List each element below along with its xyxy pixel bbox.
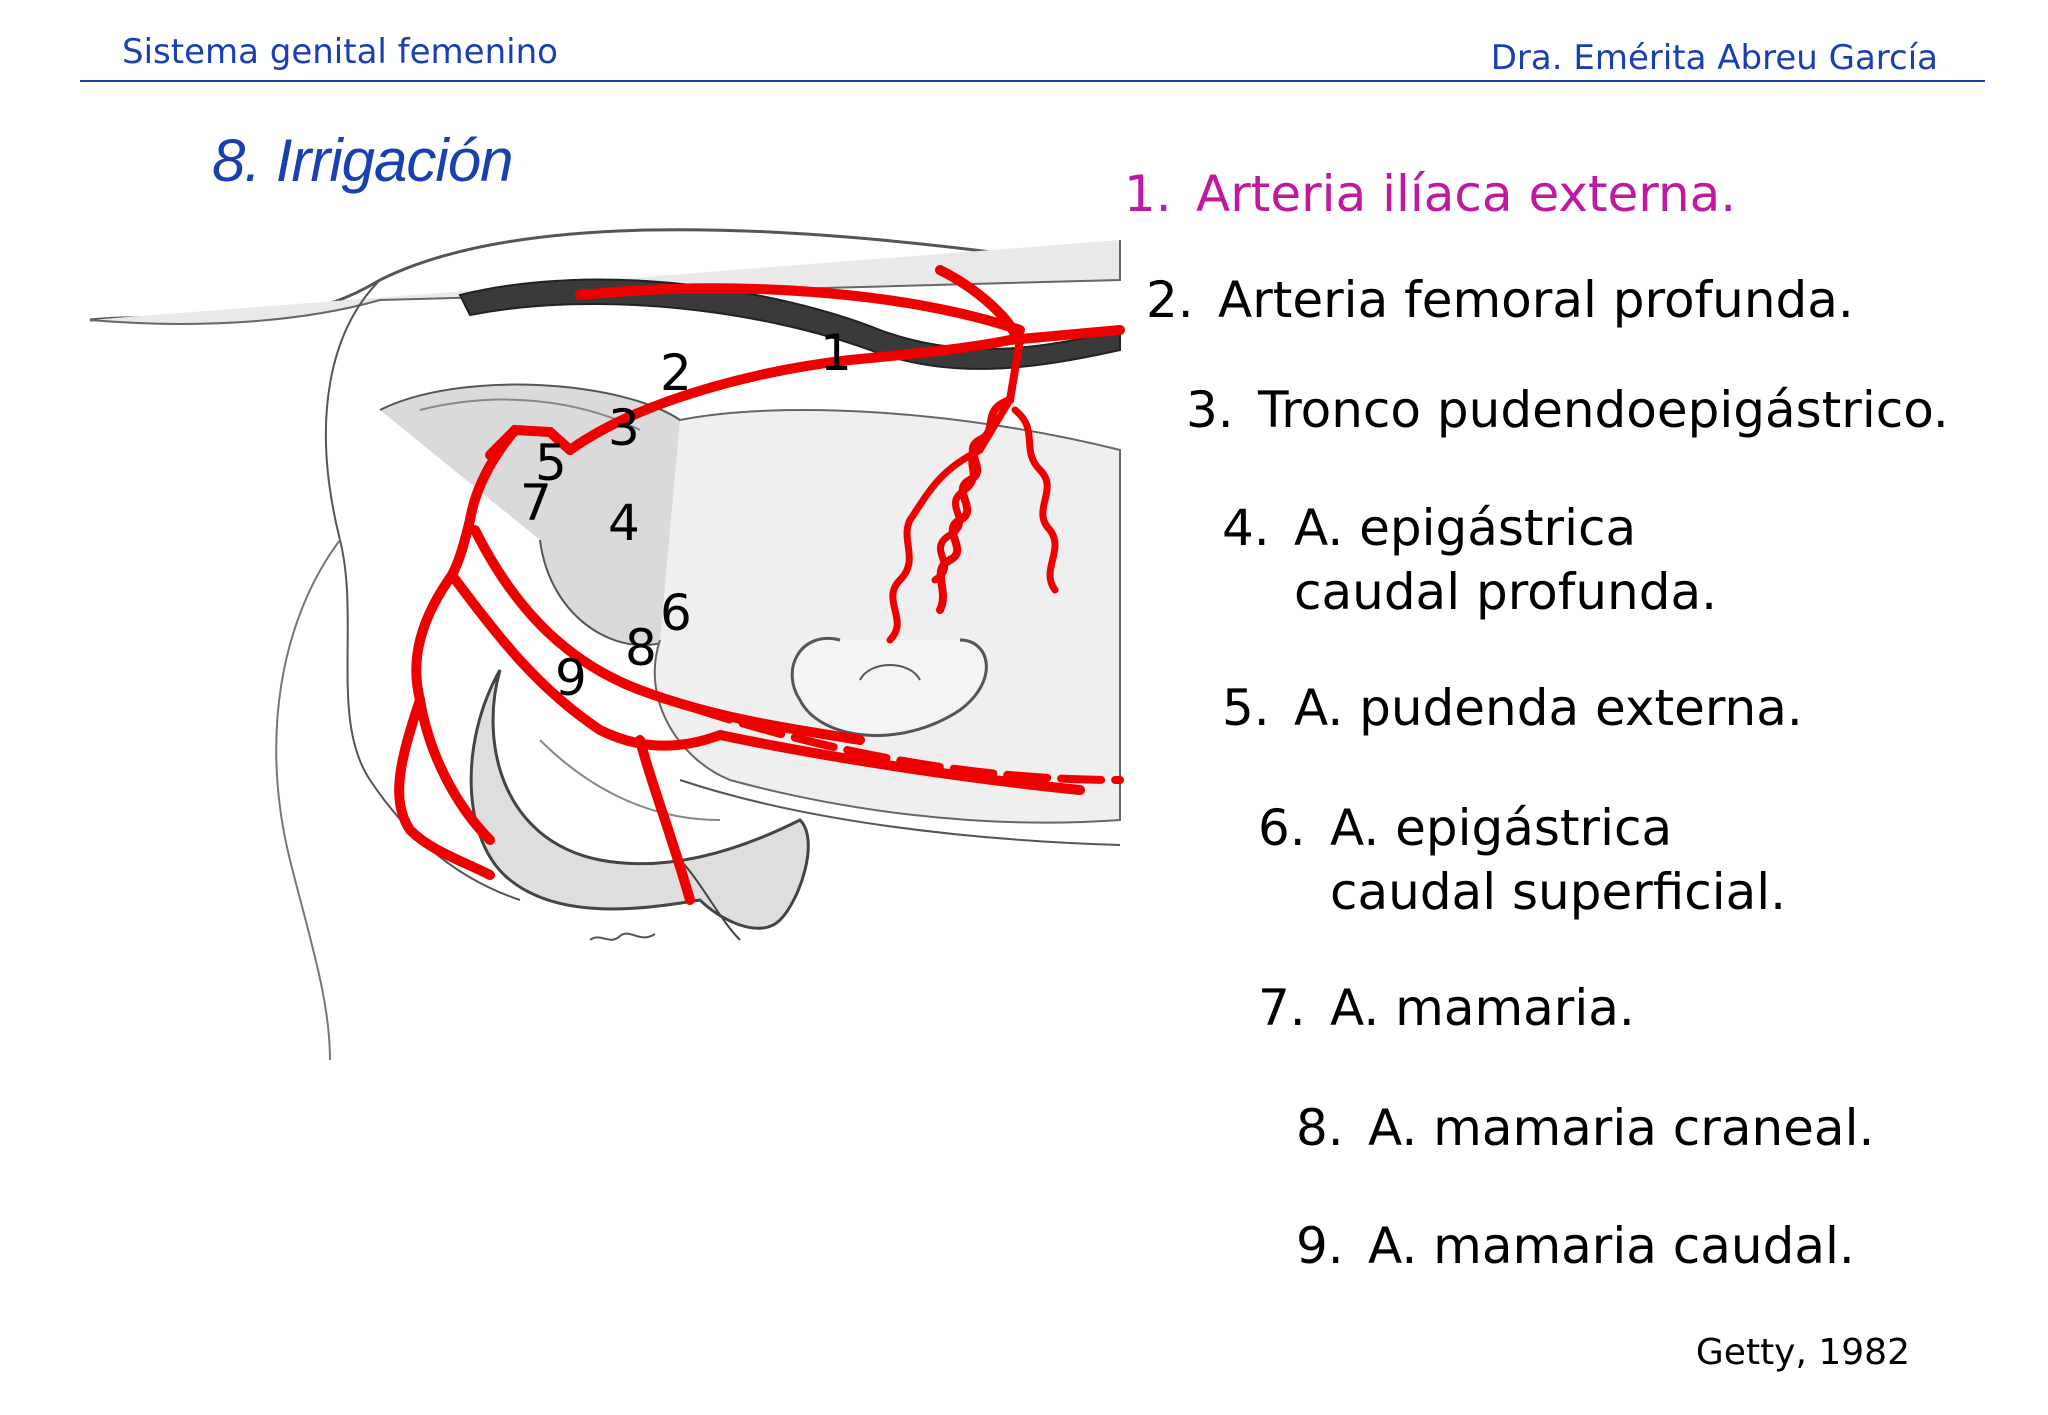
artery-8-cranial-mammary [447,570,725,751]
legend-number: 4. [1222,499,1270,557]
legend-label: A. epigástrica caudal profunda. [1294,499,1718,621]
uterine-artery-coil-b [931,396,1014,584]
legend-number: 9. [1296,1217,1344,1275]
legend-label: A. epigástrica caudal superficial. [1330,799,1787,921]
artery-9-caudal-mammary [394,695,495,880]
callout-5: 5 [535,434,567,492]
artery-3-pudendoepigastric [465,425,520,525]
legend-number: 7. [1258,979,1306,1037]
legend-item-5: 5. A. pudenda externa. [1222,676,1803,740]
legend-number: 1. [1124,165,1172,223]
figure-callouts: 1 2 3 4 5 6 7 8 9 [520,324,852,707]
callout-9: 9 [555,649,587,707]
legend-number: 5. [1222,679,1270,737]
legend-label: A. mamaria caudal. [1368,1217,1855,1275]
legend-item-6: 6. A. epigástrica caudal superficial. [1258,796,1800,924]
source-citation: Getty, 1982 [1695,1332,1910,1373]
legend-item-8: 8. A. mamaria craneal. [1296,1096,1874,1160]
legend-item-9: 9. A. mamaria caudal. [1296,1214,1855,1278]
legend-item-3: 3. Tronco pudendoepigástrico. [1186,378,1949,442]
artery-overlay [394,265,1125,905]
callout-4: 4 [608,494,640,552]
callout-8: 8 [625,619,657,677]
legend-item-4: 4. A. epigástrica caudal profunda. [1222,496,1814,624]
legend-label: Arteria femoral profunda. [1218,271,1854,329]
header-course-title: Sistema genital femenino [122,32,558,72]
uterine-artery-coil-d [886,446,984,644]
header-author: Dra. Emérita Abreu García [1490,38,1938,78]
uterine-artery-coil-c [1011,406,1059,594]
legend-number: 8. [1296,1099,1344,1157]
artery-5-external-pudendal [447,515,475,580]
callout-7: 7 [520,474,552,532]
legend-label: Tronco pudendoepigástrico. [1258,381,1949,439]
artery-1-external-iliac [565,325,1125,455]
legend-label: A. mamaria. [1330,979,1635,1037]
callout-2: 2 [660,344,692,402]
legend-item-2: 2. Arteria femoral profunda. [1146,268,1854,332]
anatomy-sketch [89,228,1121,1061]
slide-title: 8. Irrigación [212,127,513,194]
legend-item-7: 7. A. mamaria. [1258,976,1635,1040]
legend-item-1: 1. Arteria ilíaca externa. [1124,162,1736,226]
anatomy-illustration: 1 2 3 4 5 6 7 8 9 [89,228,1125,1061]
legend-label: A. pudenda externa. [1294,679,1803,737]
legend-number: 6. [1258,799,1306,857]
callout-3: 3 [608,399,640,457]
legend-number: 3. [1186,381,1234,439]
legend-label: A. mamaria craneal. [1368,1099,1875,1157]
callout-6: 6 [660,584,692,642]
artery-6-superficial-epigastric [636,686,1124,784]
artist-signature [589,932,656,941]
callout-1: 1 [820,324,852,382]
legend-label: Arteria ilíaca externa. [1196,165,1737,223]
legend-number: 2. [1146,271,1194,329]
header-divider [80,80,1985,82]
